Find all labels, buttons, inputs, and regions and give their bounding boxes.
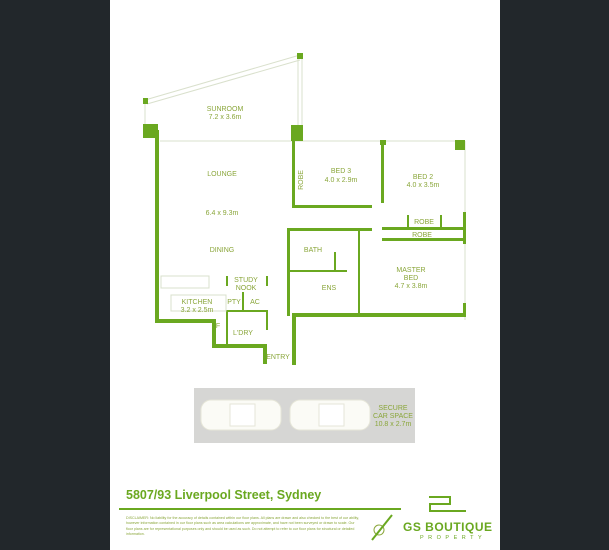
compass-icon bbox=[371, 514, 393, 541]
kitchen-size: 3.2 x 2.5m bbox=[181, 307, 214, 314]
brand-subtitle: PROPERTY bbox=[420, 535, 487, 541]
ac-label: AC bbox=[250, 299, 260, 306]
laundry-label: L'DRY bbox=[233, 330, 253, 337]
dining-label: DINING bbox=[210, 247, 235, 254]
master-size: 4.7 x 3.8m bbox=[395, 283, 428, 290]
bed2-label: BED 2 bbox=[413, 174, 433, 181]
kitchen-fixtures bbox=[160, 275, 227, 312]
brand-logo-icon bbox=[429, 496, 466, 512]
property-address: 5807/93 Liverpool Street, Sydney bbox=[126, 488, 322, 502]
divider bbox=[119, 508, 401, 510]
bed3-size: 4.0 x 2.9m bbox=[325, 177, 358, 184]
car-icon bbox=[289, 399, 371, 431]
walls bbox=[143, 53, 466, 365]
nook-label: NOOK bbox=[236, 285, 257, 292]
sunroom-glazing bbox=[144, 54, 466, 320]
pantry-label: PTY bbox=[227, 299, 241, 306]
master-bed-label: BED bbox=[404, 275, 418, 282]
bed2-size: 4.0 x 3.5m bbox=[407, 182, 440, 189]
car-space-label-1: SECURE bbox=[378, 405, 408, 412]
study-label: STUDY bbox=[234, 277, 258, 284]
car-space-label-2: CAR SPACE bbox=[373, 413, 413, 420]
kitchen-label: KITCHEN bbox=[182, 299, 213, 306]
disclaimer: DISCLAIMER: No liability for the accurac… bbox=[126, 516, 360, 536]
lounge-label: LOUNGE bbox=[207, 171, 237, 178]
sunroom-label: SUNROOM bbox=[207, 106, 244, 113]
car-space-size: 10.8 x 2.7m bbox=[375, 421, 412, 428]
ensuite-label: ENS bbox=[322, 285, 337, 292]
brand-name: GS BOUTIQUE bbox=[403, 520, 493, 534]
master-label: MASTER bbox=[396, 267, 425, 274]
robe-bed3-label: ROBE bbox=[298, 170, 305, 190]
bath-label: BATH bbox=[304, 247, 322, 254]
robe-master-label: ROBE bbox=[412, 232, 432, 239]
sunroom-size: 7.2 x 3.6m bbox=[209, 114, 242, 121]
fridge-label: F bbox=[216, 323, 220, 330]
car-icon bbox=[200, 399, 282, 431]
robe-bed2-label: ROBE bbox=[414, 219, 434, 226]
bed3-label: BED 3 bbox=[331, 168, 351, 175]
entry-label: ENTRY bbox=[266, 354, 290, 361]
lounge-size: 6.4 x 9.3m bbox=[206, 210, 239, 217]
